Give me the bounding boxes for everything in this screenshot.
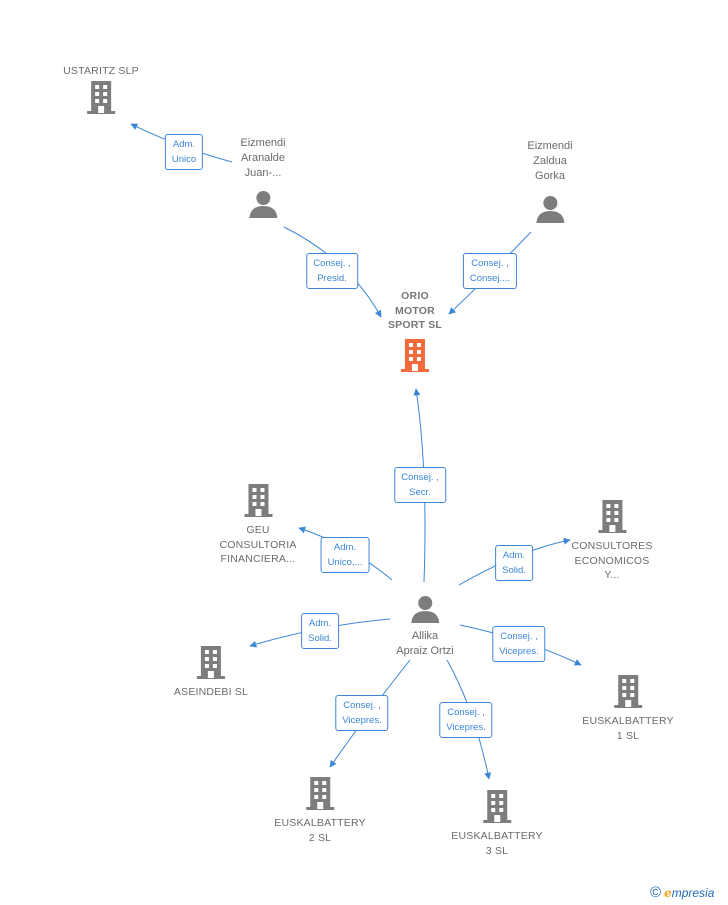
person-icon — [410, 594, 440, 629]
building-icon — [481, 788, 513, 829]
node-euskal3[interactable]: EUSKALBATTERY 3 SL — [451, 788, 543, 858]
person-icon — [248, 189, 278, 224]
copyright-icon: © — [650, 884, 662, 901]
node-label: EUSKALBATTERY 3 SL — [451, 830, 543, 857]
node-focus[interactable]: ORIO MOTOR SPORT SL — [388, 289, 442, 378]
edge-label-aranalde-ustaritz[interactable]: Adm. Unico — [164, 134, 204, 170]
edge-label-allika-euskal2[interactable]: Consej. , Vicepres. — [335, 695, 389, 731]
node-label: ORIO MOTOR SPORT SL — [387, 290, 443, 331]
node-label: EUSKALBATTERY 2 SL — [274, 817, 366, 844]
node-label: Eizmendi Zaldua Gorka — [527, 140, 573, 182]
node-ustaritz[interactable]: USTARITZ SLP — [63, 64, 139, 120]
node-label: GEU CONSULTORIA FINANCIERA... — [219, 524, 297, 565]
building-icon — [612, 673, 644, 714]
node-euskal1[interactable]: EUSKALBATTERY 1 SL — [582, 673, 674, 743]
building-icon — [304, 775, 336, 816]
building-icon — [596, 498, 628, 539]
edge-label-aranalde-focus[interactable]: Consej. , Presid. — [306, 253, 358, 289]
node-label: CONSULTORES ECONOMICOS Y... — [571, 540, 653, 581]
building-icon — [85, 79, 117, 120]
building-icon — [195, 644, 227, 685]
node-aranalde[interactable]: Eizmendi Aranalde Juan-... — [240, 136, 286, 224]
node-aseindebi[interactable]: ASEINDEBI SL — [174, 644, 248, 700]
node-euskal2[interactable]: EUSKALBATTERY 2 SL — [274, 775, 366, 845]
edge-label-allika-consultores[interactable]: Adm. Solid. — [495, 545, 533, 581]
brand-name: mpresia — [671, 886, 715, 900]
node-label: Allika Apraiz Ortzi — [396, 630, 454, 657]
node-allika[interactable]: Allika Apraiz Ortzi — [396, 594, 454, 659]
node-label: USTARITZ SLP — [63, 65, 139, 77]
edge-label-allika-euskal3[interactable]: Consej. , Vicepres. — [439, 702, 493, 738]
brand-logo: ©empresia — [650, 884, 714, 901]
node-label: EUSKALBATTERY 1 SL — [582, 715, 674, 742]
edge-label-zaldua-focus[interactable]: Consej. , Consej.... — [462, 253, 518, 289]
brand-e: e — [664, 886, 672, 900]
node-label: Eizmendi Aranalde Juan-... — [240, 137, 286, 179]
node-geu[interactable]: GEU CONSULTORIA FINANCIERA... — [219, 482, 296, 567]
node-label: ASEINDEBI SL — [173, 686, 249, 698]
edge-label-allika-aseindebi[interactable]: Adm. Solid. — [301, 613, 339, 649]
node-consultores[interactable]: CONSULTORES ECONOMICOS Y... — [571, 498, 652, 583]
node-zaldua[interactable]: Eizmendi Zaldua Gorka — [527, 139, 573, 229]
building-icon — [242, 482, 274, 523]
person-icon — [535, 194, 565, 229]
building-icon — [399, 337, 431, 378]
edge-label-allika-euskal1[interactable]: Consej. , Vicepres. — [492, 626, 546, 662]
edge-label-allika-focus[interactable]: Consej. , Secr. — [394, 467, 446, 503]
edge-label-allika-geu[interactable]: Adm. Unico,... — [320, 537, 370, 573]
